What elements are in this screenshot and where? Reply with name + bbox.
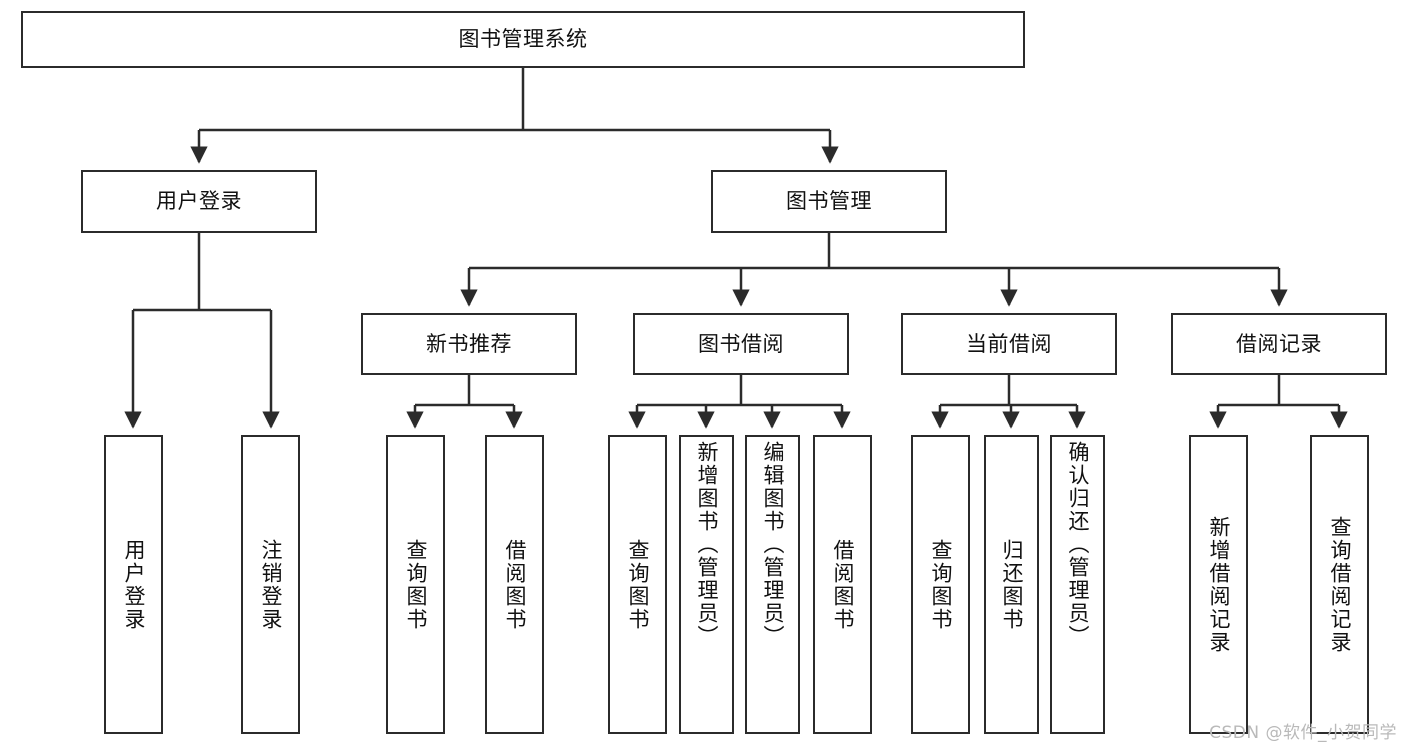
node-current-borrow[interactable]: 当前借阅	[901, 313, 1117, 375]
node-book-borrow[interactable]: 图书借阅	[633, 313, 849, 375]
node-leaf-add-record[interactable]: 新增借阅记录	[1189, 435, 1248, 734]
node-leaf-borrow-book-2-label: 借阅图书	[831, 538, 855, 631]
node-leaf-logout-label: 注销登录	[259, 538, 283, 631]
node-leaf-borrow-book-1-label: 借阅图书	[503, 538, 527, 631]
node-borrow-record-label: 借阅记录	[1236, 331, 1322, 356]
node-current-borrow-label: 当前借阅	[966, 331, 1052, 356]
node-leaf-borrow-book-1[interactable]: 借阅图书	[485, 435, 544, 734]
node-leaf-query-record-label: 查询借阅记录	[1328, 515, 1352, 654]
node-leaf-add-record-label: 新增借阅记录	[1207, 515, 1231, 654]
node-new-book-recommend-label: 新书推荐	[426, 331, 512, 356]
node-leaf-edit-book[interactable]: 编辑图书（管理员）	[745, 435, 800, 734]
node-new-book-recommend[interactable]: 新书推荐	[361, 313, 577, 375]
node-leaf-query-book-2[interactable]: 查询图书	[608, 435, 667, 734]
node-leaf-query-book-2-label: 查询图书	[626, 538, 650, 631]
node-leaf-confirm-return-label: 确认归还（管理员）	[1066, 441, 1090, 648]
node-leaf-return-book[interactable]: 归还图书	[984, 435, 1039, 734]
node-book-borrow-label: 图书借阅	[698, 331, 784, 356]
node-leaf-user-login[interactable]: 用户登录	[104, 435, 163, 734]
node-leaf-edit-book-label: 编辑图书（管理员）	[761, 441, 785, 648]
node-leaf-add-book-label: 新增图书（管理员）	[695, 441, 719, 648]
node-root-label: 图书管理系统	[458, 27, 588, 51]
node-borrow-record[interactable]: 借阅记录	[1171, 313, 1387, 375]
node-user-login-label: 用户登录	[156, 189, 242, 213]
node-leaf-query-book-3[interactable]: 查询图书	[911, 435, 970, 734]
node-leaf-query-book-1-label: 查询图书	[404, 538, 428, 631]
node-root[interactable]: 图书管理系统	[21, 11, 1025, 68]
node-leaf-return-book-label: 归还图书	[1000, 538, 1024, 631]
node-leaf-query-record[interactable]: 查询借阅记录	[1310, 435, 1369, 734]
node-leaf-confirm-return[interactable]: 确认归还（管理员）	[1050, 435, 1105, 734]
node-user-login[interactable]: 用户登录	[81, 170, 317, 233]
node-leaf-add-book[interactable]: 新增图书（管理员）	[679, 435, 734, 734]
node-leaf-query-book-3-label: 查询图书	[929, 538, 953, 631]
node-book-manage[interactable]: 图书管理	[711, 170, 947, 233]
node-leaf-user-login-label: 用户登录	[122, 538, 146, 631]
node-leaf-borrow-book-2[interactable]: 借阅图书	[813, 435, 872, 734]
node-leaf-logout[interactable]: 注销登录	[241, 435, 300, 734]
watermark-text: CSDN @软件_小贺同学	[1209, 723, 1397, 743]
node-leaf-query-book-1[interactable]: 查询图书	[386, 435, 445, 734]
node-book-manage-label: 图书管理	[786, 189, 872, 213]
